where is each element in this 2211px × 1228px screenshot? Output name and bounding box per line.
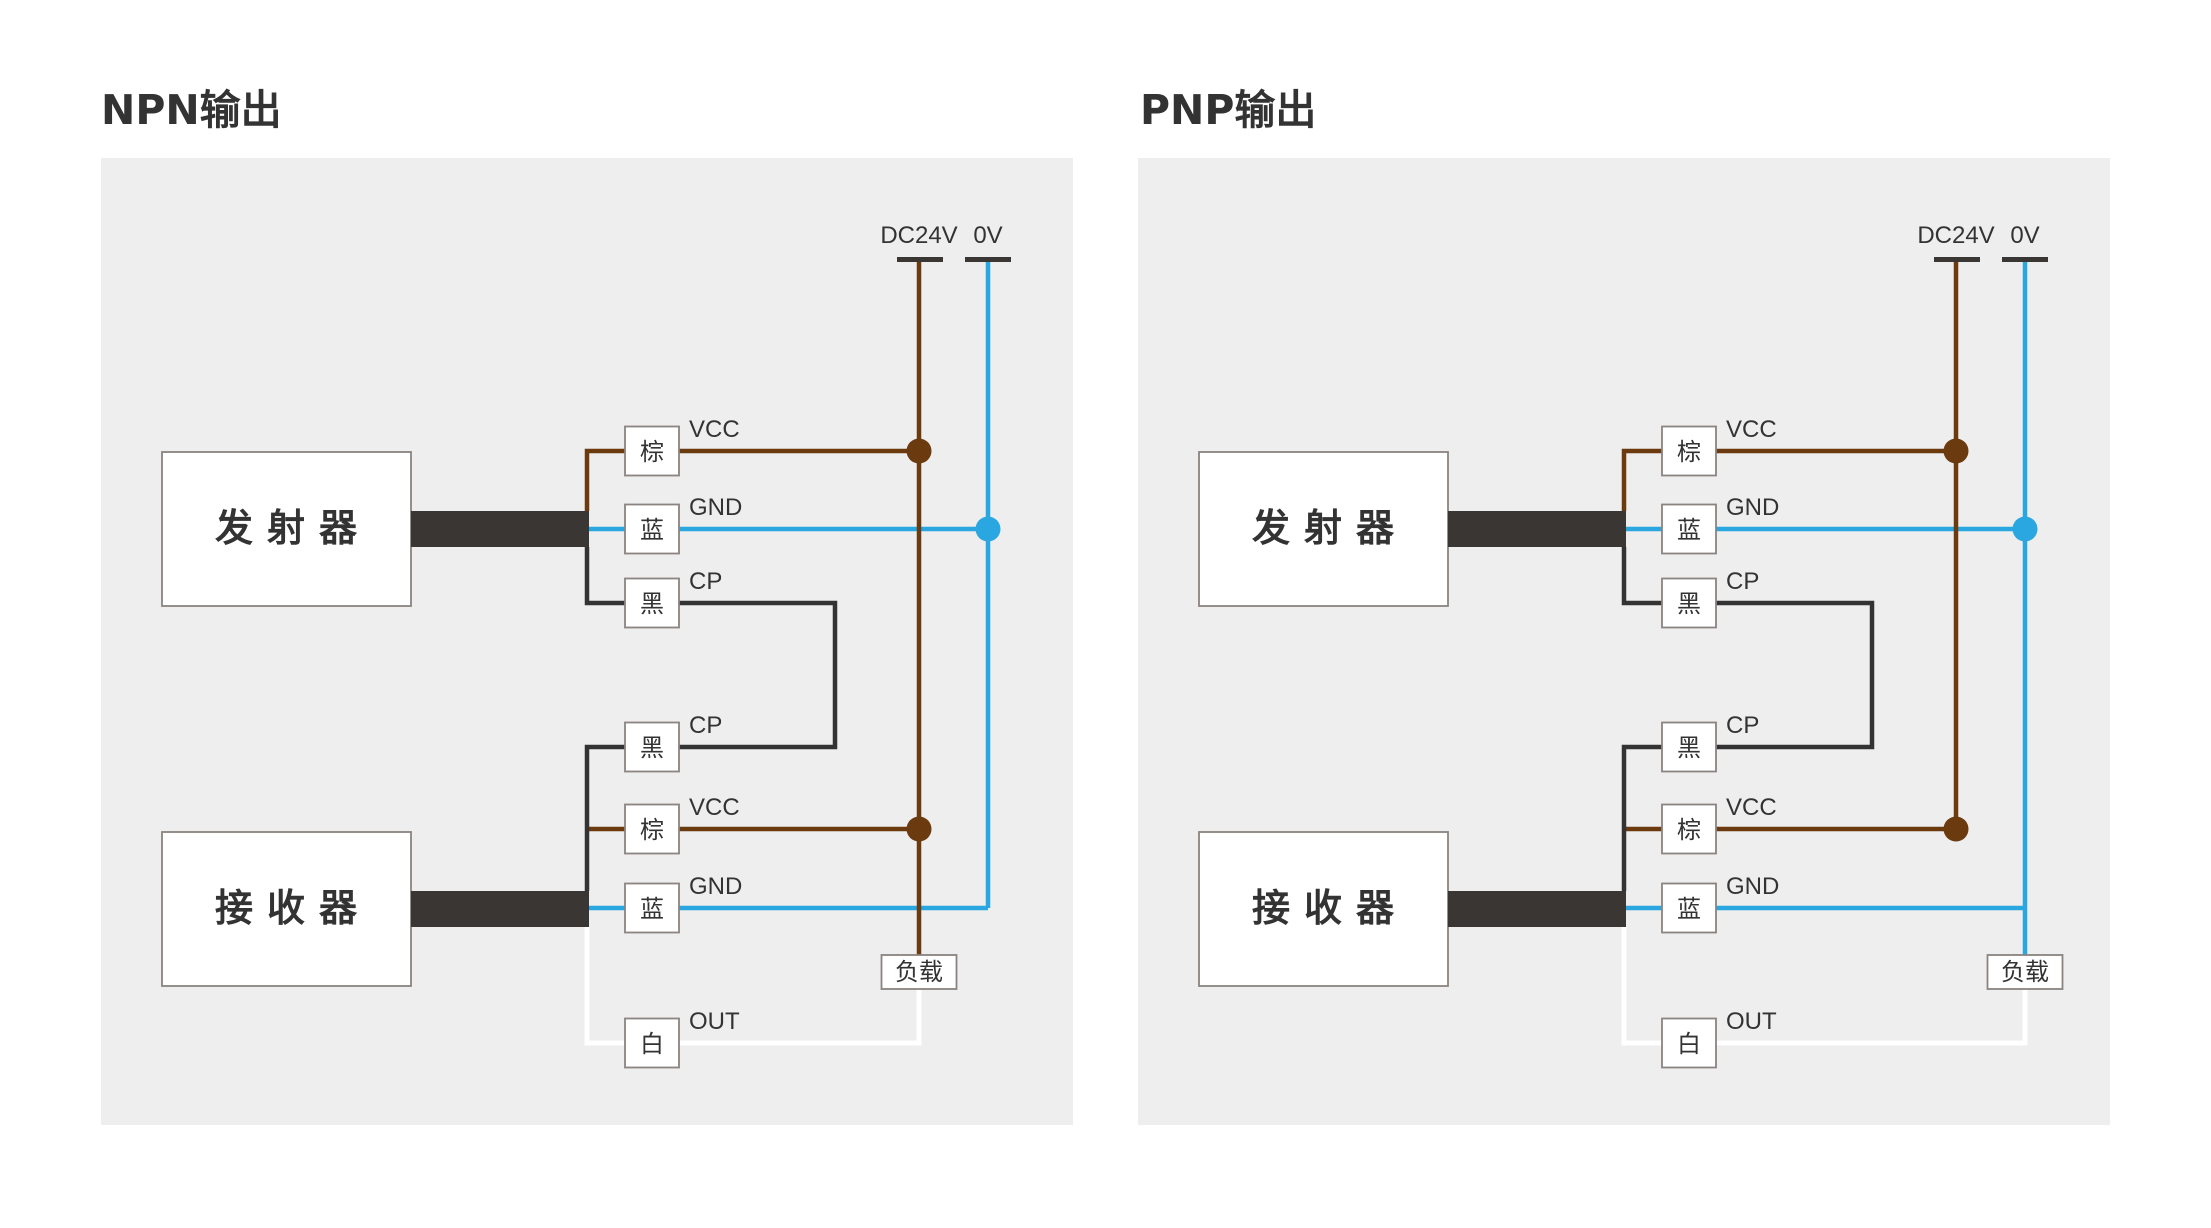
npn-0v-terminal — [965, 257, 1011, 262]
npn-emitter-vcc-wire — [584, 448, 919, 511]
npn-gnd-junction — [975, 516, 1001, 542]
pnp-emitter-vcc-box — [1661, 425, 1717, 477]
pnp-emitter-vcc-wire — [1621, 448, 1956, 511]
pnp-receiver-vcc-box — [1661, 803, 1717, 855]
npn-load-label: 负载 — [895, 958, 943, 986]
npn-emitter-gnd-signal: GND — [689, 494, 742, 521]
npn-emitter-vcc-junction — [906, 438, 932, 464]
pnp-gnd-junction — [2012, 516, 2038, 542]
pnp-out-wire — [1621, 927, 2028, 1046]
npn-emitter-cp-color-label: 黑 — [640, 590, 664, 618]
pnp-emitter-vcc-signal: VCC — [1726, 416, 1777, 443]
npn-receiver-cp-signal: CP — [689, 712, 722, 739]
npn-receiver-cp-color-label: 黑 — [640, 734, 664, 762]
pnp-receiver-out-color-label: 白 — [1677, 1030, 1701, 1058]
pnp-receiver-out-box — [1661, 1017, 1717, 1069]
pnp-receiver-vcc-signal: VCC — [1726, 794, 1777, 821]
npn-emitter-vcc-color-label: 棕 — [640, 438, 664, 466]
pnp-receiver-gnd-signal: GND — [1726, 873, 1779, 900]
pnp-receiver-label: 接收器 — [1252, 886, 1408, 930]
npn-receiver-label: 接收器 — [215, 886, 371, 930]
npn-out-wire — [584, 927, 922, 1046]
pnp-load-label: 负载 — [2001, 958, 2049, 986]
npn-receiver-out-color-label: 白 — [640, 1030, 664, 1058]
pnp-emitter-cable — [1448, 511, 1626, 547]
npn-emitter-label: 发射器 — [215, 506, 371, 550]
pnp-emitter-cp-box — [1661, 577, 1717, 629]
npn-receiver-vcc-junction — [906, 816, 932, 842]
pnp-emitter-gnd-signal: GND — [1726, 494, 1779, 521]
npn-receiver-gnd-signal: GND — [689, 873, 742, 900]
pnp-receiver-out-signal: OUT — [1726, 1008, 1777, 1035]
pnp-receiver-cp-box — [1661, 721, 1717, 773]
pnp-receiver-box — [1198, 831, 1449, 987]
npn-dc24v-terminal — [897, 257, 943, 262]
pnp-receiver-cp-color-label: 黑 — [1677, 734, 1701, 762]
npn-receiver-vcc-signal: VCC — [689, 794, 740, 821]
pnp-receiver-cp-signal: CP — [1726, 712, 1759, 739]
npn-receiver-out-signal: OUT — [689, 1008, 740, 1035]
pnp-0v-terminal — [2002, 257, 2048, 262]
pnp-receiver-vcc-junction — [1943, 816, 1969, 842]
pnp-receiver-gnd-color-label: 蓝 — [1677, 895, 1701, 923]
npn-receiver-gnd-box — [624, 882, 680, 934]
pnp-receiver-gnd-box — [1661, 882, 1717, 934]
pnp-dc24v-terminal — [1934, 257, 1980, 262]
npn-emitter-cp-signal: CP — [689, 568, 722, 595]
npn-receiver-cp-box — [624, 721, 680, 773]
pnp-emitter-gnd-box — [1661, 503, 1717, 555]
pnp-cp-wire — [1621, 547, 1875, 891]
pnp-title: PNP输出 — [1140, 86, 1317, 134]
npn-receiver-gnd-color-label: 蓝 — [640, 895, 664, 923]
pnp-receiver-vcc-color-label: 棕 — [1677, 816, 1701, 844]
pnp-emitter-cp-color-label: 黑 — [1677, 590, 1701, 618]
npn-emitter-gnd-color-label: 蓝 — [640, 516, 664, 544]
npn-emitter-box — [161, 451, 412, 607]
pnp-load-box — [1986, 954, 2064, 990]
npn-cp-wire — [584, 547, 838, 891]
npn-emitter-vcc-signal: VCC — [689, 416, 740, 443]
pnp-emitter-vcc-color-label: 棕 — [1677, 438, 1701, 466]
npn-0v-label: 0V — [973, 222, 1002, 249]
npn-receiver-vcc-color-label: 棕 — [640, 816, 664, 844]
npn-receiver-cable — [411, 891, 589, 927]
npn-receiver-out-box — [624, 1017, 680, 1069]
npn-emitter-cable — [411, 511, 589, 547]
pnp-emitter-vcc-junction — [1943, 438, 1969, 464]
pnp-emitter-cp-signal: CP — [1726, 568, 1759, 595]
pnp-emitter-gnd-color-label: 蓝 — [1677, 516, 1701, 544]
npn-title: NPN输出 — [101, 86, 282, 134]
npn-load-box — [880, 954, 958, 990]
npn-receiver-vcc-box — [624, 803, 680, 855]
pnp-emitter-box — [1198, 451, 1449, 607]
pnp-0v-label: 0V — [2010, 222, 2039, 249]
pnp-receiver-cable — [1448, 891, 1626, 927]
pnp-emitter-label: 发射器 — [1252, 506, 1408, 550]
npn-emitter-gnd-box — [624, 503, 680, 555]
npn-receiver-box — [161, 831, 412, 987]
npn-dc24v-label: DC24V — [880, 222, 957, 249]
pnp-dc24v-label: DC24V — [1917, 222, 1994, 249]
npn-emitter-vcc-box — [624, 425, 680, 477]
npn-emitter-cp-box — [624, 577, 680, 629]
